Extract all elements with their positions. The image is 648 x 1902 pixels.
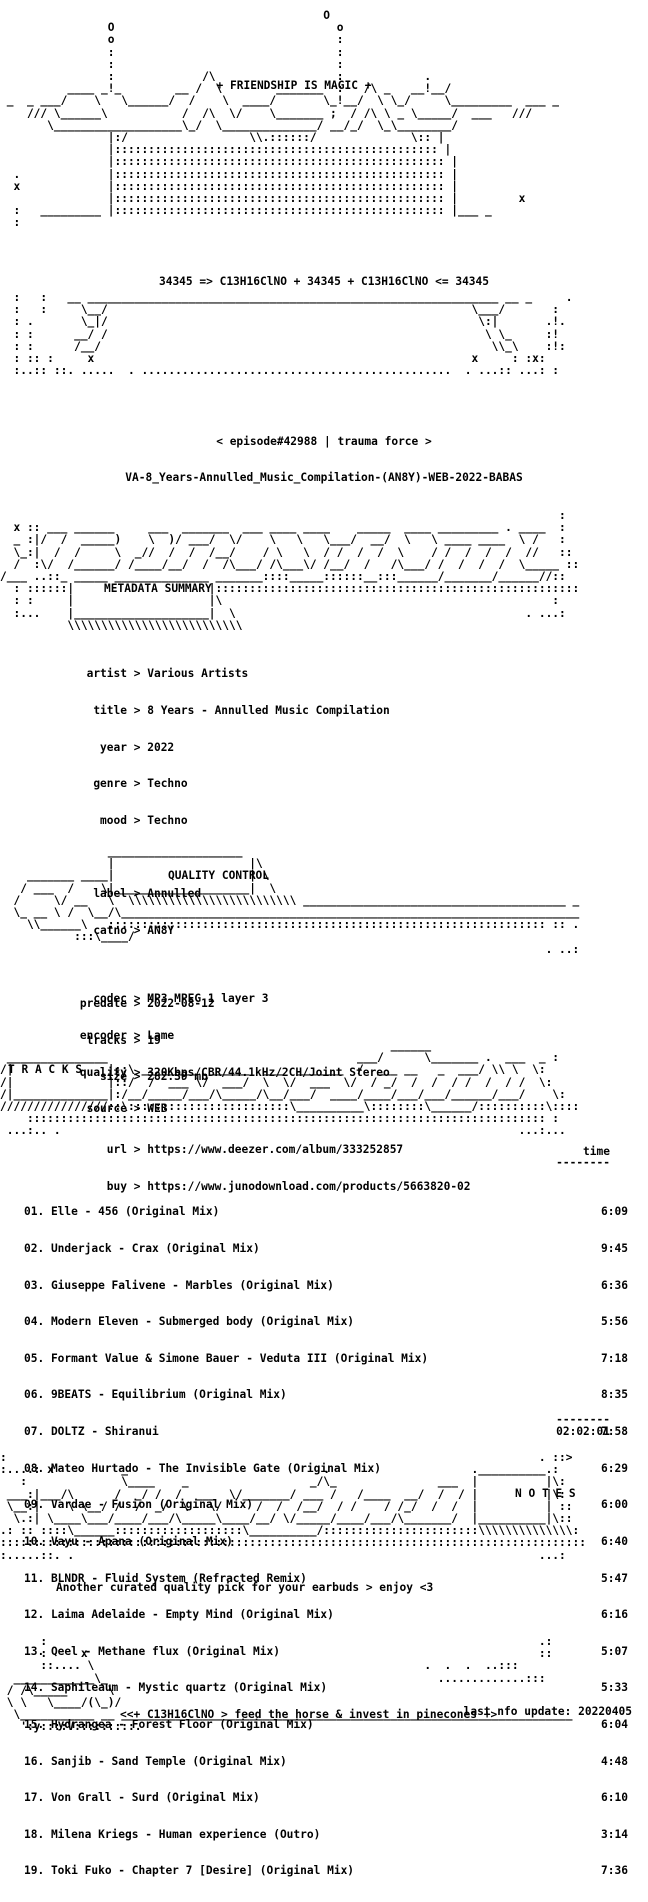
logo-art-top: O O o o : : : : (6, 9, 560, 132)
track-row: 19. Toki Fuko - Chapter 7 [Desire] (Orig… (24, 1864, 628, 1878)
quality-header-art: ____________________ | |\ _______ ____| … (13, 845, 580, 956)
track-row: 05. Formant Value & Simone Bauer - Vedut… (24, 1351, 628, 1365)
tracks-header-art: ______ _______________ ___/ \_______ . _… (0, 1039, 580, 1138)
meta-row-predate: predate > 2022-08-12 (79, 996, 215, 1010)
notes-header-art: : . ::> :....: x _ . .__________.: : \__… (0, 1451, 586, 1562)
footer-text: <<+ C13H16ClNO > feed the horse & invest… (120, 1708, 498, 1721)
track-row: 02. Underjack - Crax (Original Mix)9:45 (24, 1242, 628, 1256)
notes-section-title: N O T E S (515, 1487, 576, 1500)
time-header: time (583, 1145, 610, 1158)
meta-row-year: year > 2022 (100, 740, 175, 754)
metadata-list: artist > Various Artists title > 8 Years… (0, 644, 471, 1218)
track-row: 17. Von Grall - Surd (Original Mix)6:10 (24, 1791, 628, 1805)
meta-row-catno: catno > AN8Y (93, 923, 175, 937)
track-row: 08. Mateo Hurtado - The Invisible Gate (… (24, 1461, 628, 1475)
total-time: 02:02:01 (556, 1425, 610, 1438)
meta-row-url[interactable]: url > https://www.deezer.com/album/33325… (106, 1143, 404, 1157)
quality-section-title: QUALITY CONTROL (168, 869, 270, 882)
quality-row-quality: quality > 320Kbps/CBR/44.1kHz/2CH/Joint … (79, 1065, 390, 1079)
footer-art: : .: : x :: ::.... \ (6, 1635, 573, 1734)
quality-row-codec: codec > MP3 MPEG 1 layer 3 (93, 992, 269, 1006)
track-row: 18. Milena Kriegs - Human experience (Ou… (24, 1827, 628, 1841)
metadata-header-art: : x :: ___ ______ ___ _______ ___ ____ _… (0, 509, 580, 632)
meta-row-title: title > 8 Years - Annulled Music Compila… (93, 704, 390, 718)
track-row: 04. Modern Eleven - Submerged body (Orig… (24, 1315, 628, 1329)
meta-row-label: label > Annulled (93, 887, 202, 901)
track-row: 01. Elle - 456 (Original Mix)6:09 (24, 1205, 628, 1219)
meta-row-buy[interactable]: buy > https://www.junodownload.com/produ… (106, 1179, 471, 1193)
metadata-section-title: METADATA SUMMARY (104, 582, 212, 595)
release-name: VA-8_Years-Annulled_Music_Compilation-(A… (125, 471, 523, 484)
nfo-document: O O o o : : : : (0, 9, 632, 1877)
header-text: + FRIENDSHIP IS MAGIC + (216, 79, 372, 92)
track-row: 09. Vardae - Fusion (Original Mix)6:00 (24, 1498, 628, 1512)
track-row: 14. Saphileaum - Mystic quartz (Original… (24, 1681, 628, 1695)
logo-formula: 34345 => C13H16ClNO + 34345 + C13H16ClNO… (158, 275, 490, 288)
track-row: 10. Vayu - Apana (Original Mix)6:40 (24, 1534, 628, 1548)
meta-row-mood: mood > Techno (100, 813, 188, 827)
last-update: last nfo update: 20220405 (463, 1705, 632, 1718)
quality-row-source: source > WEB (86, 1102, 168, 1116)
track-row: 03. Giuseppe Falivene - Marbles (Origina… (24, 1278, 628, 1292)
track-row: 11. BLNDR - Fluid System (Refracted Remi… (24, 1571, 628, 1585)
logo-art-bottom: : : __ _________________________________… (13, 291, 573, 378)
meta-row-size: size > 282.39 mb (100, 1070, 208, 1084)
notes-text: Another curated quality pick for your ea… (56, 1581, 434, 1594)
quality-list: codec > MP3 MPEG 1 layer 3 encoder > Lam… (0, 969, 390, 1140)
track-row: 06. 9BEATS - Equilibrium (Original Mix)8… (24, 1388, 628, 1402)
tracks-section-title: T R A C K S (8, 1063, 83, 1076)
junodownload-link[interactable]: https://www.junodownload.com/products/56… (147, 1179, 471, 1193)
deezer-link[interactable]: https://www.deezer.com/album/333252857 (147, 1143, 404, 1157)
logo-art-body: |:/ \\.::::::/ \:: | |::::::::::::::::::… (13, 131, 526, 230)
meta-row-artist: artist > Various Artists (86, 667, 249, 681)
meta-row-genre: genre > Techno (93, 777, 188, 791)
track-row: 13. Qeel - Methane flux (Original Mix)5:… (24, 1644, 628, 1658)
time-rule-bottom: -------- (556, 1413, 610, 1426)
track-row: 16. Sanjib - Sand Temple (Original Mix)4… (24, 1754, 628, 1768)
time-rule-top: -------- (556, 1156, 610, 1169)
episode-line: < episode#42988 | trauma force > (216, 435, 432, 448)
track-row: 12. Laima Adelaide - Empty Mind (Origina… (24, 1608, 628, 1622)
meta-row-tracks: tracks > 19 (86, 1033, 161, 1047)
quality-row-encoder: encoder > Lame (79, 1029, 175, 1043)
